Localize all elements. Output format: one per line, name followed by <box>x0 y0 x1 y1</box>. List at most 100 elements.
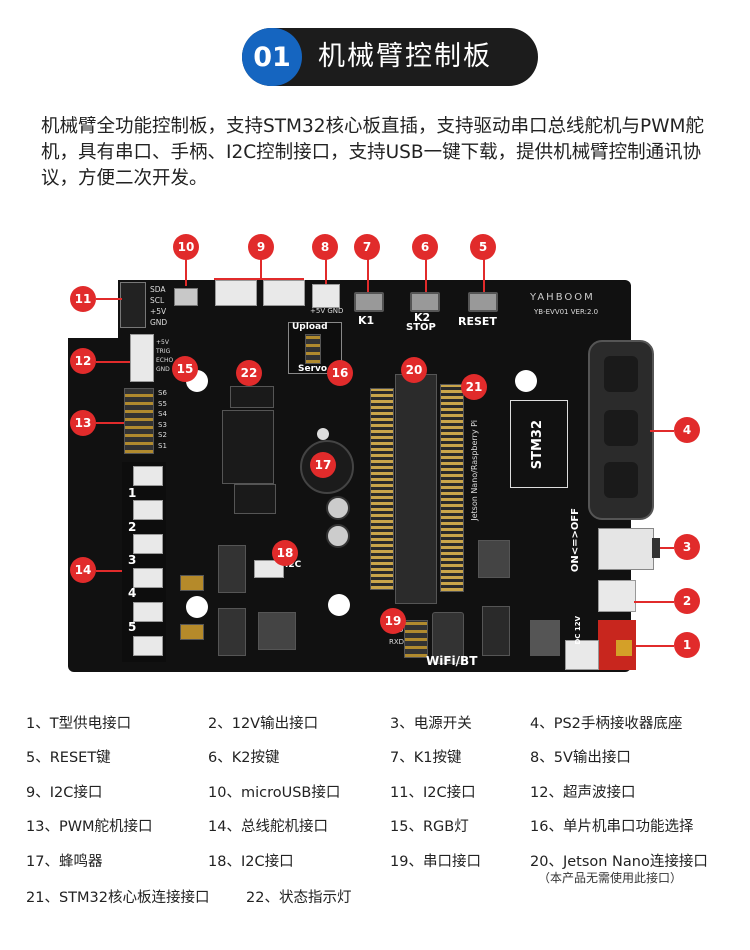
mount-hole <box>328 594 350 616</box>
brand-logo: YAHBOOM <box>530 292 595 303</box>
bus-servo-port <box>133 568 163 588</box>
callout-line-13 <box>96 422 124 424</box>
callout-11: 11 <box>70 286 96 312</box>
stm32-label: STM32 <box>530 420 545 470</box>
k2-button[interactable] <box>410 292 440 312</box>
i2c-connector-9b <box>263 280 305 306</box>
buzzer-plus-mark <box>317 428 329 440</box>
legend-item-11: 11、I2C接口 <box>390 785 476 801</box>
jetson-socket <box>395 374 437 604</box>
callout-line-7 <box>367 258 369 292</box>
legend-item-7: 7、K1按键 <box>390 750 462 766</box>
legend-item-5: 5、RESET键 <box>26 750 111 766</box>
servo-num-3: 3 <box>128 553 137 567</box>
callout-19: 19 <box>380 608 406 634</box>
callout-15: 15 <box>172 356 198 382</box>
legend-item-17: 17、蜂鸣器 <box>26 854 103 870</box>
legend-item-21: 21、STM32核心板连接接口 <box>26 890 210 906</box>
dc-connector <box>565 640 599 670</box>
callout-20: 20 <box>401 357 427 383</box>
legend-item-1: 1、T型供电接口 <box>26 716 132 732</box>
i2c-label: I2C <box>285 560 302 570</box>
regulator <box>478 540 510 578</box>
section-header: 01 机械臂控制板 <box>242 28 538 86</box>
callout-14: 14 <box>70 557 96 583</box>
legend-note-20: （本产品无需使用此接口） <box>538 871 683 885</box>
callout-5: 5 <box>470 234 496 260</box>
upload-label: Upload <box>292 322 328 332</box>
mcu-chip <box>222 410 274 484</box>
legend-item-20: 20、Jetson Nano连接接口 <box>530 854 708 870</box>
callout-10: 10 <box>173 234 199 260</box>
dc-label: DC 12V <box>574 616 582 645</box>
legend-item-3: 3、电源开关 <box>390 716 472 732</box>
inductor <box>258 612 296 650</box>
callout-line-10 <box>185 258 187 286</box>
ps2-slot <box>604 462 638 498</box>
stm32-outline <box>510 400 568 488</box>
stop-label: STOP <box>406 322 436 333</box>
servo-num-2: 2 <box>128 520 137 534</box>
jumper-pins <box>305 334 321 364</box>
i2c-connector-9a <box>215 280 257 306</box>
mount-hole <box>515 370 537 392</box>
callout-1: 1 <box>674 632 700 658</box>
callout-7: 7 <box>354 234 380 260</box>
callout-line-9 <box>260 258 262 280</box>
regulator <box>530 620 560 656</box>
callout-line-3 <box>660 547 674 549</box>
callout-18: 18 <box>272 540 298 566</box>
callout-line-5 <box>483 258 485 292</box>
legend-item-13: 13、PWM舵机接口 <box>26 819 153 835</box>
mount-hole <box>186 596 208 618</box>
legend-item-2: 2、12V输出接口 <box>208 716 319 732</box>
capacitor-large <box>482 606 510 656</box>
callout-line-2 <box>634 601 674 603</box>
callout-6: 6 <box>412 234 438 260</box>
inductor <box>218 545 246 593</box>
legend-item-22: 22、状态指示灯 <box>246 890 352 906</box>
callout-3: 3 <box>674 534 700 560</box>
onoff-label: ON<=>OFF <box>570 508 581 573</box>
uart-header <box>404 620 428 658</box>
callout-line-12 <box>96 361 130 363</box>
legend-item-8: 8、5V输出接口 <box>530 750 631 766</box>
legend-item-15: 15、RGB灯 <box>390 819 469 835</box>
legend-item-18: 18、I2C接口 <box>208 854 294 870</box>
callout-9: 9 <box>248 234 274 260</box>
bus-servo-port <box>133 534 163 554</box>
capacitor <box>326 524 350 548</box>
stm32-header <box>440 384 464 592</box>
callout-2: 2 <box>674 588 700 614</box>
callout-line-4 <box>650 430 674 432</box>
legend-item-14: 14、总线舵机接口 <box>208 819 328 835</box>
wifi-label: WiFi/BT <box>426 654 478 668</box>
power-switch-lever[interactable] <box>652 538 660 558</box>
pwm-servo-header <box>124 388 154 454</box>
board-version: YB-EVV01 VER:2.0 <box>534 308 599 316</box>
legend-item-9: 9、I2C接口 <box>26 785 103 801</box>
power-switch[interactable] <box>598 528 654 570</box>
bus-servo-port <box>133 500 163 520</box>
callout-line-14 <box>96 570 122 572</box>
12v-output-connector <box>598 580 636 612</box>
legend-item-6: 6、K2按键 <box>208 750 280 766</box>
callout-line-8 <box>325 258 327 284</box>
k1-button[interactable] <box>354 292 384 312</box>
t-power-pin <box>616 640 632 656</box>
callout-16: 16 <box>327 360 353 386</box>
servo-num-4: 4 <box>128 586 137 600</box>
k2-label: K2 <box>414 311 431 324</box>
reset-button[interactable] <box>468 292 498 312</box>
jetson-label: Jetson Nano/Raspberry Pi <box>470 420 479 521</box>
5v-label: +5V GND <box>310 307 344 315</box>
bus-servo-block <box>122 462 166 662</box>
section-title: 机械臂控制板 <box>318 41 492 72</box>
fuse <box>180 624 204 640</box>
legend-item-16: 16、单片机串口功能选择 <box>530 819 694 835</box>
callout-17: 17 <box>310 452 336 478</box>
callout-22: 22 <box>236 360 262 386</box>
